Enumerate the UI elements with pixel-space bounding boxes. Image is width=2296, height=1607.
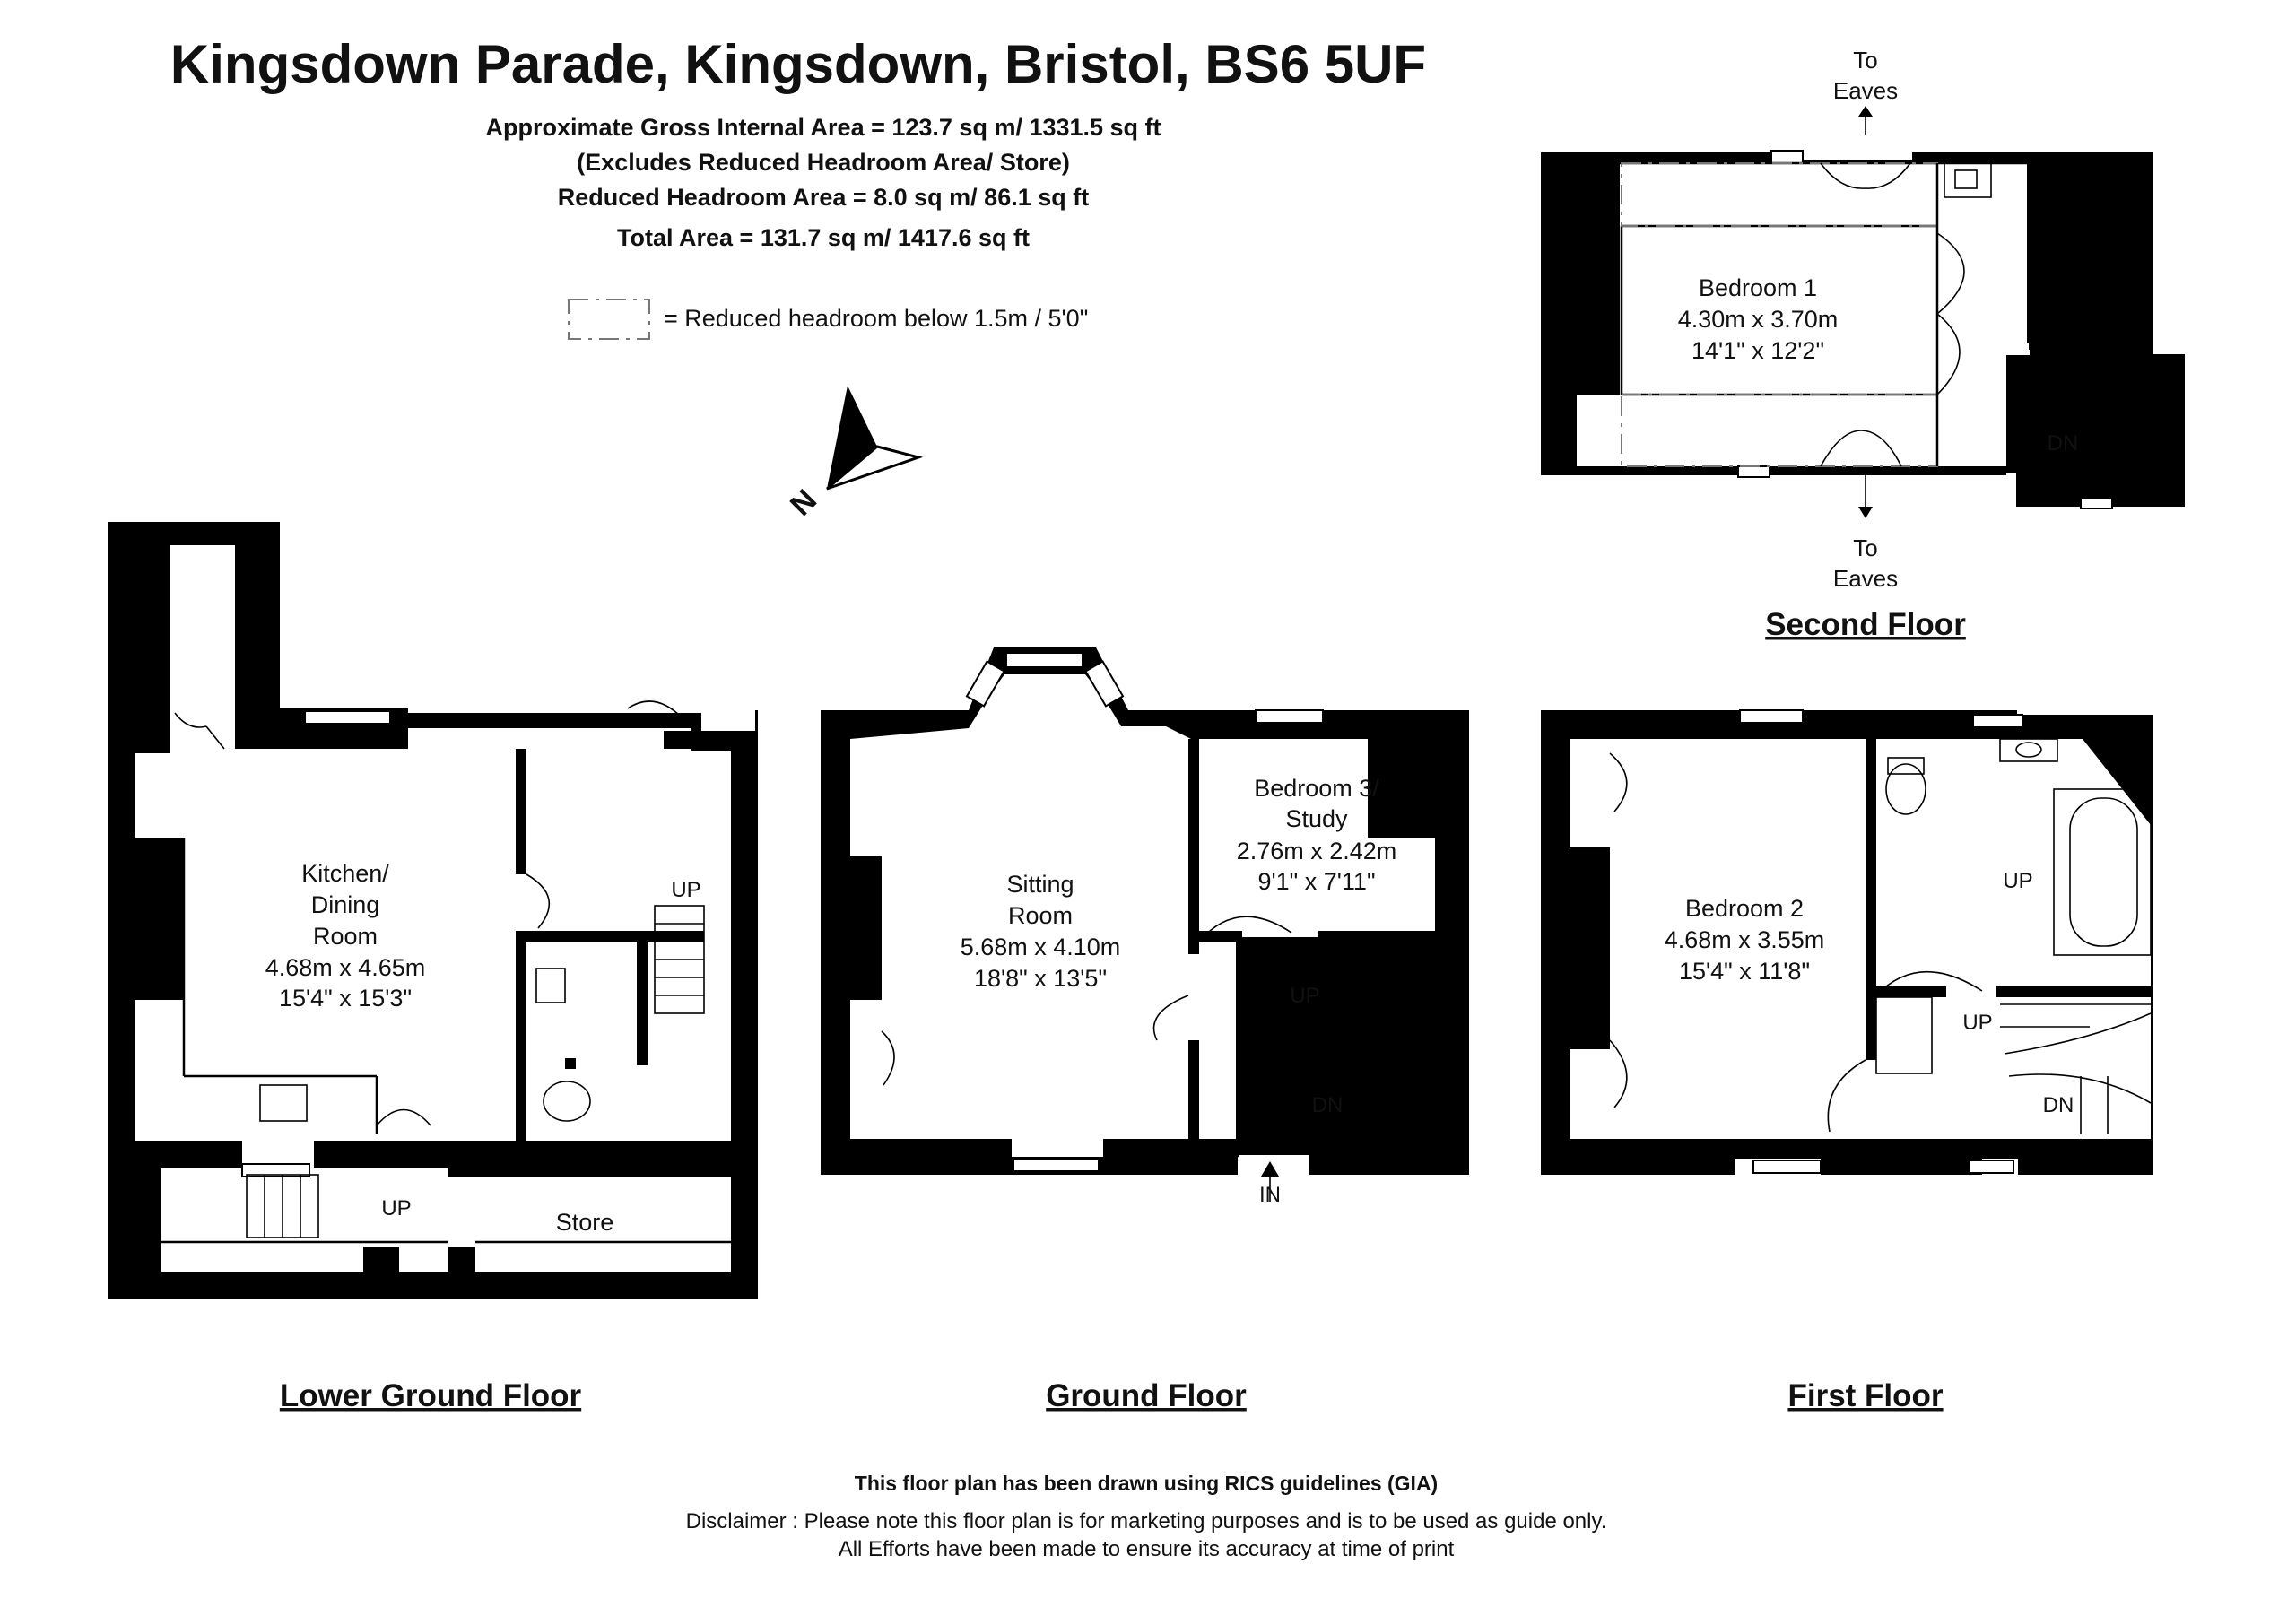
north-label: N	[784, 482, 823, 522]
legend-swatch	[568, 299, 650, 340]
floor-title-ground: Ground Floor	[1046, 1378, 1247, 1413]
room-dims-imperial-bedroom-2: 15'4" x 11'8"	[1679, 958, 1810, 985]
floor-title-first: First Floor	[1787, 1378, 1943, 1413]
room-label-kitchen: Kitchen/	[301, 860, 389, 887]
stair-label-up-2: UP	[381, 1196, 411, 1220]
stair-label-dn: DN	[2043, 1093, 2074, 1117]
stair-label-dn: DN	[2048, 431, 2079, 456]
room-dims-imperial-bedroom-3: 9'1" x 7'11"	[1257, 868, 1375, 895]
room-label-bedroom-3-2: Study	[1285, 805, 1348, 832]
first-floor-plan: Bedroom 2 4.68m x 3.55m 15'4" x 11'8" UP…	[1541, 709, 2152, 1175]
room-dims-imperial-sitting-room: 18'8" x 13'5"	[974, 965, 1107, 992]
gross-internal-area: Approximate Gross Internal Area = 123.7 …	[485, 114, 1161, 141]
room-label-kitchen-2: Dining	[311, 891, 380, 918]
room-label-store: Store	[556, 1209, 614, 1236]
room-label-bedroom-2: Bedroom 2	[1685, 895, 1804, 922]
disclaimer-line-2: All Efforts have been made to ensure its…	[839, 1537, 1455, 1561]
floor-title-lower-ground: Lower Ground Floor	[280, 1378, 582, 1413]
rics-note: This floor plan has been drawn using RIC…	[855, 1472, 1438, 1495]
room-dims-metric-bedroom-2: 4.68m x 3.55m	[1665, 926, 1825, 953]
area-exclusion-note: (Excludes Reduced Headroom Area/ Store)	[577, 149, 1070, 176]
entrance-label: IN	[1259, 1183, 1281, 1207]
room-label-sitting-room: Sitting	[1006, 871, 1074, 898]
ground-floor-plan: Sitting Room 5.68m x 4.10m 18'8" x 13'5"…	[821, 647, 1469, 1207]
north-arrow-icon: N	[784, 386, 924, 523]
eaves-label-bottom-2: Eaves	[1833, 565, 1898, 592]
stair-label-up: UP	[2003, 869, 2032, 893]
total-area: Total Area = 131.7 sq m/ 1417.6 sq ft	[617, 224, 1030, 251]
room-label-kitchen-3: Room	[313, 923, 378, 950]
room-label-bedroom-1: Bedroom 1	[1699, 274, 1817, 301]
floor-title-second: Second Floor	[1765, 607, 1966, 642]
room-label-sitting-room-2: Room	[1008, 902, 1073, 929]
room-label-bedroom-3: Bedroom 3/	[1254, 775, 1379, 802]
page-title: Kingsdown Parade, Kingsdown, Bristol, BS…	[170, 34, 1426, 94]
room-dims-metric-bedroom-3: 2.76m x 2.42m	[1237, 838, 1397, 864]
reduced-headroom-area: Reduced Headroom Area = 8.0 sq m/ 86.1 s…	[558, 184, 1089, 211]
eaves-label-top-2: Eaves	[1833, 77, 1898, 104]
eaves-label-top: To	[1853, 47, 1877, 74]
disclaimer-line-1: Disclaimer : Please note this floor plan…	[686, 1509, 1607, 1533]
legend-text: = Reduced headroom below 1.5m / 5'0"	[664, 305, 1088, 332]
room-dims-imperial-bedroom-1: 14'1" x 12'2"	[1692, 337, 1824, 364]
eaves-label-bottom: To	[1853, 534, 1877, 561]
room-dims-metric-sitting-room: 5.68m x 4.10m	[961, 934, 1121, 960]
stair-label-up: UP	[1290, 984, 1319, 1008]
second-floor-plan: Bedroom 1 4.30m x 3.70m 14'1" x 12'2" DN…	[1541, 47, 2185, 592]
room-dims-metric-kitchen: 4.68m x 4.65m	[265, 954, 426, 981]
room-dims-imperial-kitchen: 15'4" x 15'3"	[279, 985, 412, 1012]
lower-ground-floor-plan: Kitchen/ Dining Room 4.68m x 4.65m 15'4"…	[108, 522, 758, 1299]
room-dims-metric-bedroom-1: 4.30m x 3.70m	[1678, 306, 1839, 333]
stair-label-up: UP	[671, 878, 700, 902]
stair-label-up-2: UP	[1962, 1011, 1992, 1035]
stair-label-dn: DN	[1312, 1093, 1344, 1117]
